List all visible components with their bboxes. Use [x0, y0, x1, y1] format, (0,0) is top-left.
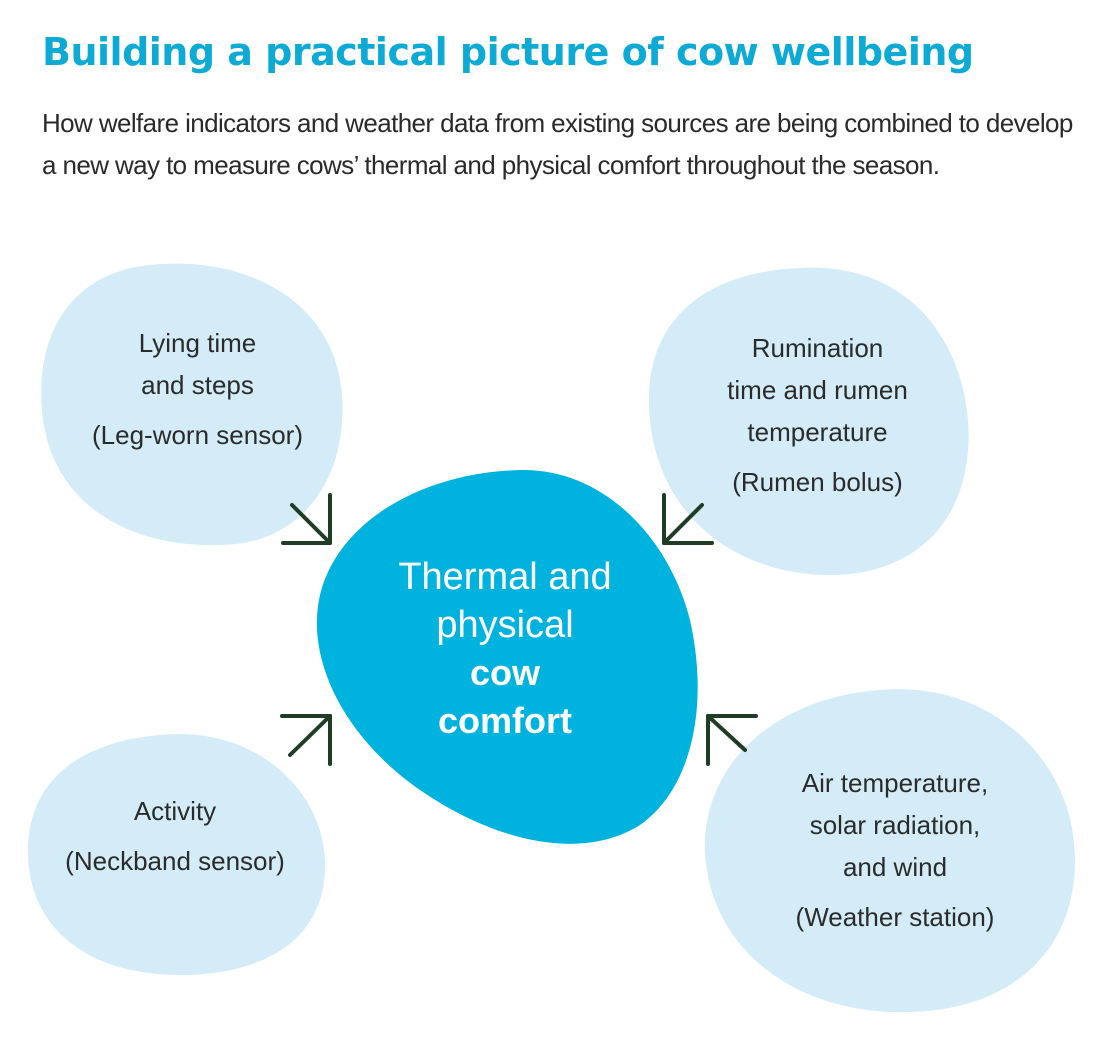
input-blob-weather	[704, 689, 1075, 1013]
arrow-icon-bottom-left	[280, 714, 332, 766]
input-line: Lying time	[138, 328, 257, 358]
input-line: and steps	[141, 370, 254, 400]
page-title: Building a practical picture of cow well…	[42, 30, 974, 74]
center-line-2: physical	[436, 604, 574, 646]
center-label: Thermal and physical cow comfort	[345, 553, 665, 745]
input-blob-rumination	[648, 267, 969, 575]
center-line-1: Thermal and	[398, 556, 612, 598]
input-label-weather: Air temperature, solar radiation, and wi…	[750, 762, 1040, 938]
input-line: temperature	[747, 417, 888, 447]
arrow-icon-top-right	[662, 493, 714, 545]
input-blob-lying-time	[41, 263, 343, 546]
input-line: Air temperature,	[801, 768, 989, 798]
input-line: time and rumen	[727, 375, 908, 405]
input-label-lying-time: Lying time and steps (Leg-worn sensor)	[60, 322, 335, 456]
arrow-icon-top-left	[281, 493, 332, 545]
input-label-activity: Activity (Neckband sensor)	[35, 790, 315, 882]
input-label-rumination: Rumination time and rumen temperature (R…	[680, 327, 955, 503]
input-line: Rumination	[751, 333, 884, 363]
input-line: Activity	[133, 796, 217, 826]
input-line: and wind	[842, 852, 948, 882]
center-blob-cow-comfort	[316, 469, 698, 844]
center-line-4: comfort	[438, 700, 572, 741]
input-source: (Rumen bolus)	[732, 467, 903, 497]
input-source: (Neckband sensor)	[65, 846, 285, 876]
center-line-3: cow	[469, 652, 540, 693]
arrow-icon-bottom-right	[706, 714, 758, 766]
input-blob-activity	[27, 733, 326, 975]
input-source: (Weather station)	[795, 902, 995, 932]
page-subtitle: How welfare indicators and weather data …	[42, 108, 1073, 180]
input-source: (Leg-worn sensor)	[92, 420, 303, 450]
input-line: solar radiation,	[809, 810, 981, 840]
